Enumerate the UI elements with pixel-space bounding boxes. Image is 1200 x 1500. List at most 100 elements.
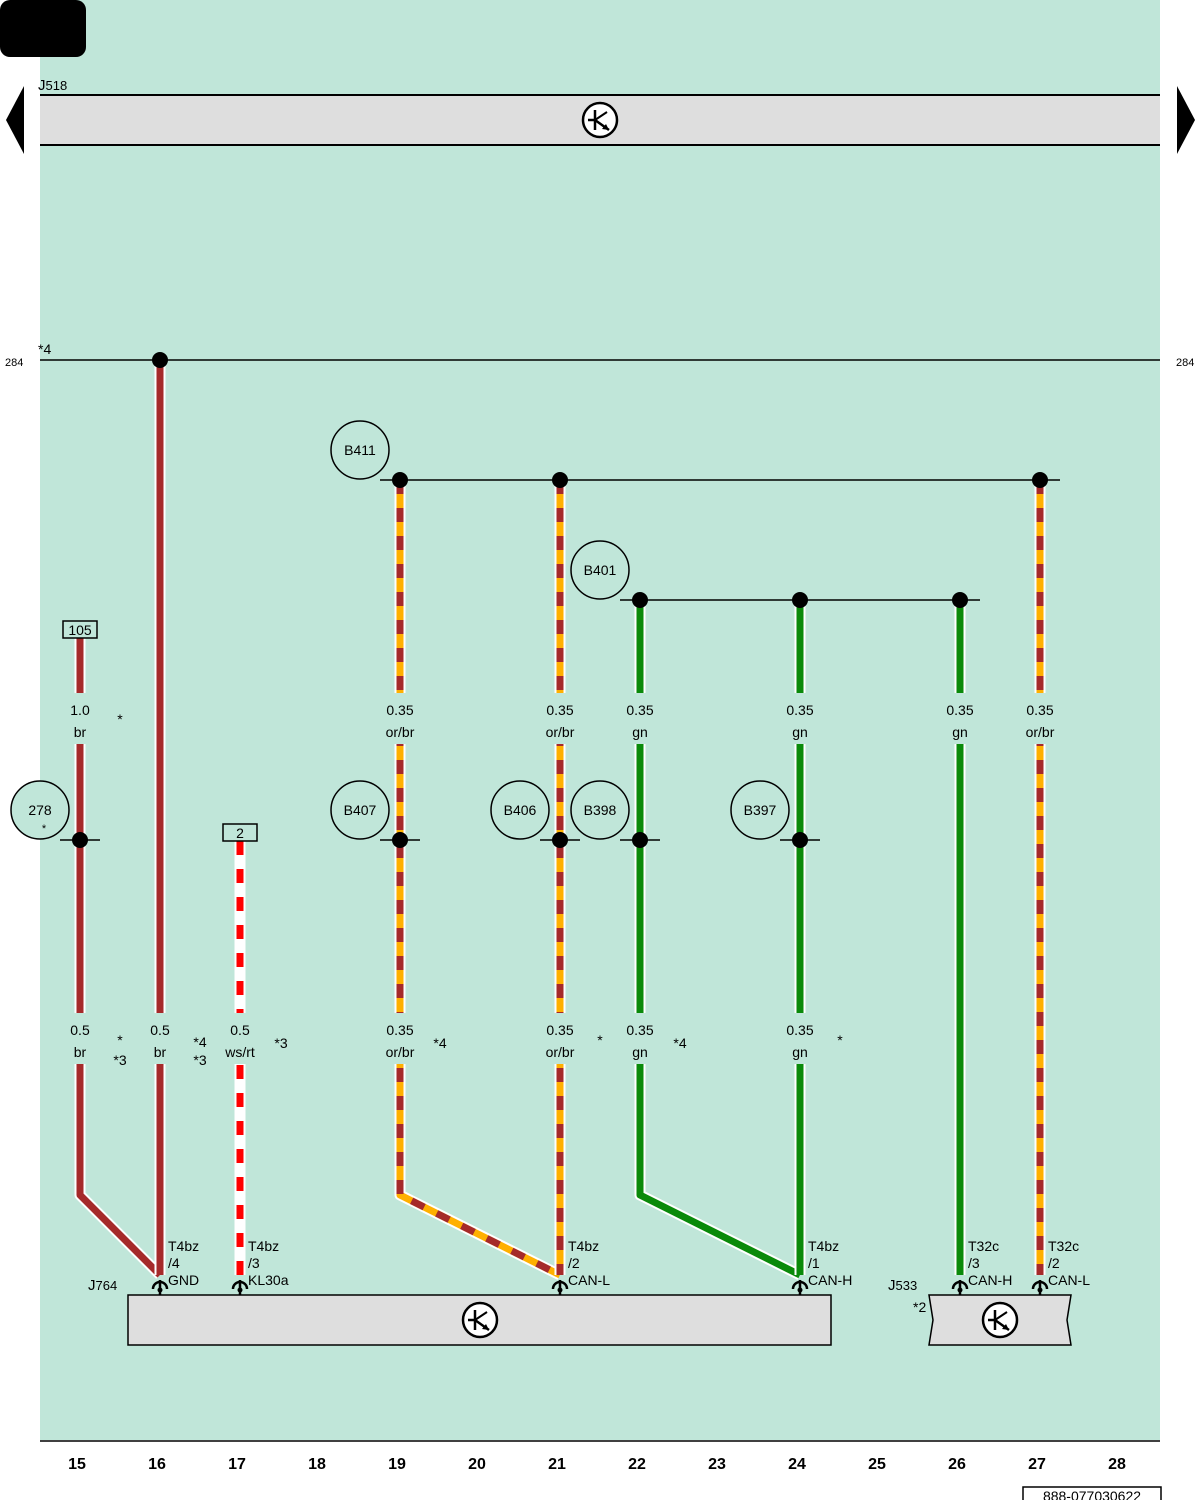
svg-text:B411: B411 [344,442,376,458]
node-circle-278: 278 * [10,780,70,840]
wire-label-w26-top-size: 0.35 [946,702,973,718]
component-label-J533: J533 [888,1277,917,1294]
column-number-18: 18 [308,1456,326,1473]
node-circle-B398: B398 [570,780,630,840]
column-number-20: 20 [468,1456,486,1473]
wire-label-w24-top-size: 0.35 [786,702,813,718]
node-circle-B397: B397 [730,780,790,840]
wire-label-w15-bot-size: 0.5 [70,1022,90,1038]
node-circle-B411: B411 [330,420,390,480]
svg-text:*: * [42,823,47,835]
junction-dot [1032,472,1048,488]
junction-dot [392,472,408,488]
node-circle-B407: B407 [330,780,390,840]
column-number-15: 15 [68,1456,86,1473]
wire-label-w21-top-color: or/br [546,724,575,740]
box-105: 105 [62,620,98,639]
diagram-background [40,0,1160,1440]
wire-label-w21-top-size: 0.35 [546,702,573,718]
wire-label-w15-top-color: br [74,724,87,740]
wire-label-w15-bot-color: br [74,1044,87,1060]
wire-label-w27-top-color: or/br [1026,724,1055,740]
component-label-J764: J764 [88,1277,117,1294]
label-gap [222,1013,258,1064]
svg-text:/1: /1 [808,1255,820,1271]
wire-col15 [74,638,164,1279]
label-gap [542,693,578,744]
column-number-25: 25 [868,1456,886,1473]
label-gap [142,1013,178,1064]
node-circle-B406: B406 [490,780,550,840]
column-number-24: 24 [788,1456,806,1473]
wire-label-w16-bot-color: br [154,1044,167,1060]
label-gap [542,1013,578,1064]
svg-text:278: 278 [28,802,52,818]
junction-dots [60,352,1048,848]
svg-text:B406: B406 [504,802,537,818]
junction-dot [632,592,648,608]
wire-label-w19-bot-size: 0.35 [386,1022,413,1038]
svg-text:/3: /3 [248,1255,260,1271]
wire-label-w17-bot-note: *3 [274,1035,287,1051]
wire-label-w24-top-color: gn [792,724,808,740]
svg-text:T4bz: T4bz [248,1238,279,1254]
wire-col22-24 [634,600,803,1280]
label-gap [62,1013,98,1064]
nav-next-arrow-icon[interactable] [1177,86,1195,154]
wire-label-w24-bot-size: 0.35 [786,1022,813,1038]
svg-text:CAN-L: CAN-L [568,1272,610,1288]
svg-text:CAN-L: CAN-L [1048,1272,1090,1288]
wire-label-w17-bot-size: 0.5 [230,1022,250,1038]
wire-label-w16-bot-note1: *4 [193,1034,206,1050]
column-number-21: 21 [548,1456,566,1473]
wire-labels: 1.0 br * 0.35 or/br 0.35 or/br 0.35 gn 0.35 gn 0.35… [62,693,1058,1068]
wire-label-w15-top-size: 1.0 [70,702,90,718]
column-number-17: 17 [228,1456,246,1473]
box-2: 2 [222,823,258,842]
wire-label-w19-top-color: or/br [386,724,415,740]
svg-text:2: 2 [236,825,244,841]
wire-label-w19-top-size: 0.35 [386,702,413,718]
svg-text:B407: B407 [344,802,377,818]
svg-text:CAN-H: CAN-H [808,1272,852,1288]
wire-label-w24-bot-note: * [837,1032,843,1048]
svg-text:B398: B398 [584,802,617,818]
wire-label-w21-bot-size: 0.35 [546,1022,573,1038]
svg-text:/2: /2 [1048,1255,1060,1271]
svg-text:T4bz: T4bz [568,1238,599,1254]
wire-label-w22-bot-size: 0.35 [626,1022,653,1038]
svg-text:T4bz: T4bz [808,1238,839,1254]
junction-dot [552,472,568,488]
nav-prev-arrow-icon[interactable] [6,86,24,154]
svg-text:105: 105 [68,622,92,638]
junction-dot [952,592,968,608]
node-circle-B401: B401 [570,540,630,600]
column-number-22: 22 [628,1456,646,1473]
svg-text:/2: /2 [568,1255,580,1271]
column-number-27: 27 [1028,1456,1046,1473]
svg-text:B401: B401 [584,562,617,578]
control-unit-icon [581,101,619,139]
column-number-28: 28 [1108,1456,1126,1473]
control-unit-icon [981,1301,1019,1339]
svg-text:KL30a: KL30a [248,1272,289,1288]
wire-label-w21-bot-color: or/br [546,1044,575,1060]
svg-text:/4: /4 [168,1255,180,1271]
wire-label-w15-bot-note2: *3 [113,1052,126,1068]
svg-text:GND: GND [168,1272,199,1288]
component-note-J533: *2 [913,1299,926,1315]
column-number-26: 26 [948,1456,966,1473]
wire-label-w26-top-color: gn [952,724,968,740]
connector-pins: T4bz/4GNDT4bz/3KL30aT4bz/2CAN-LT4bz/1CAN… [151,1238,1090,1295]
ref-left-label: 284 [5,357,23,369]
wire-label-w22-top-size: 0.35 [626,702,653,718]
label-gap [782,693,818,744]
svg-text:/3: /3 [968,1255,980,1271]
label-gap [942,693,978,744]
